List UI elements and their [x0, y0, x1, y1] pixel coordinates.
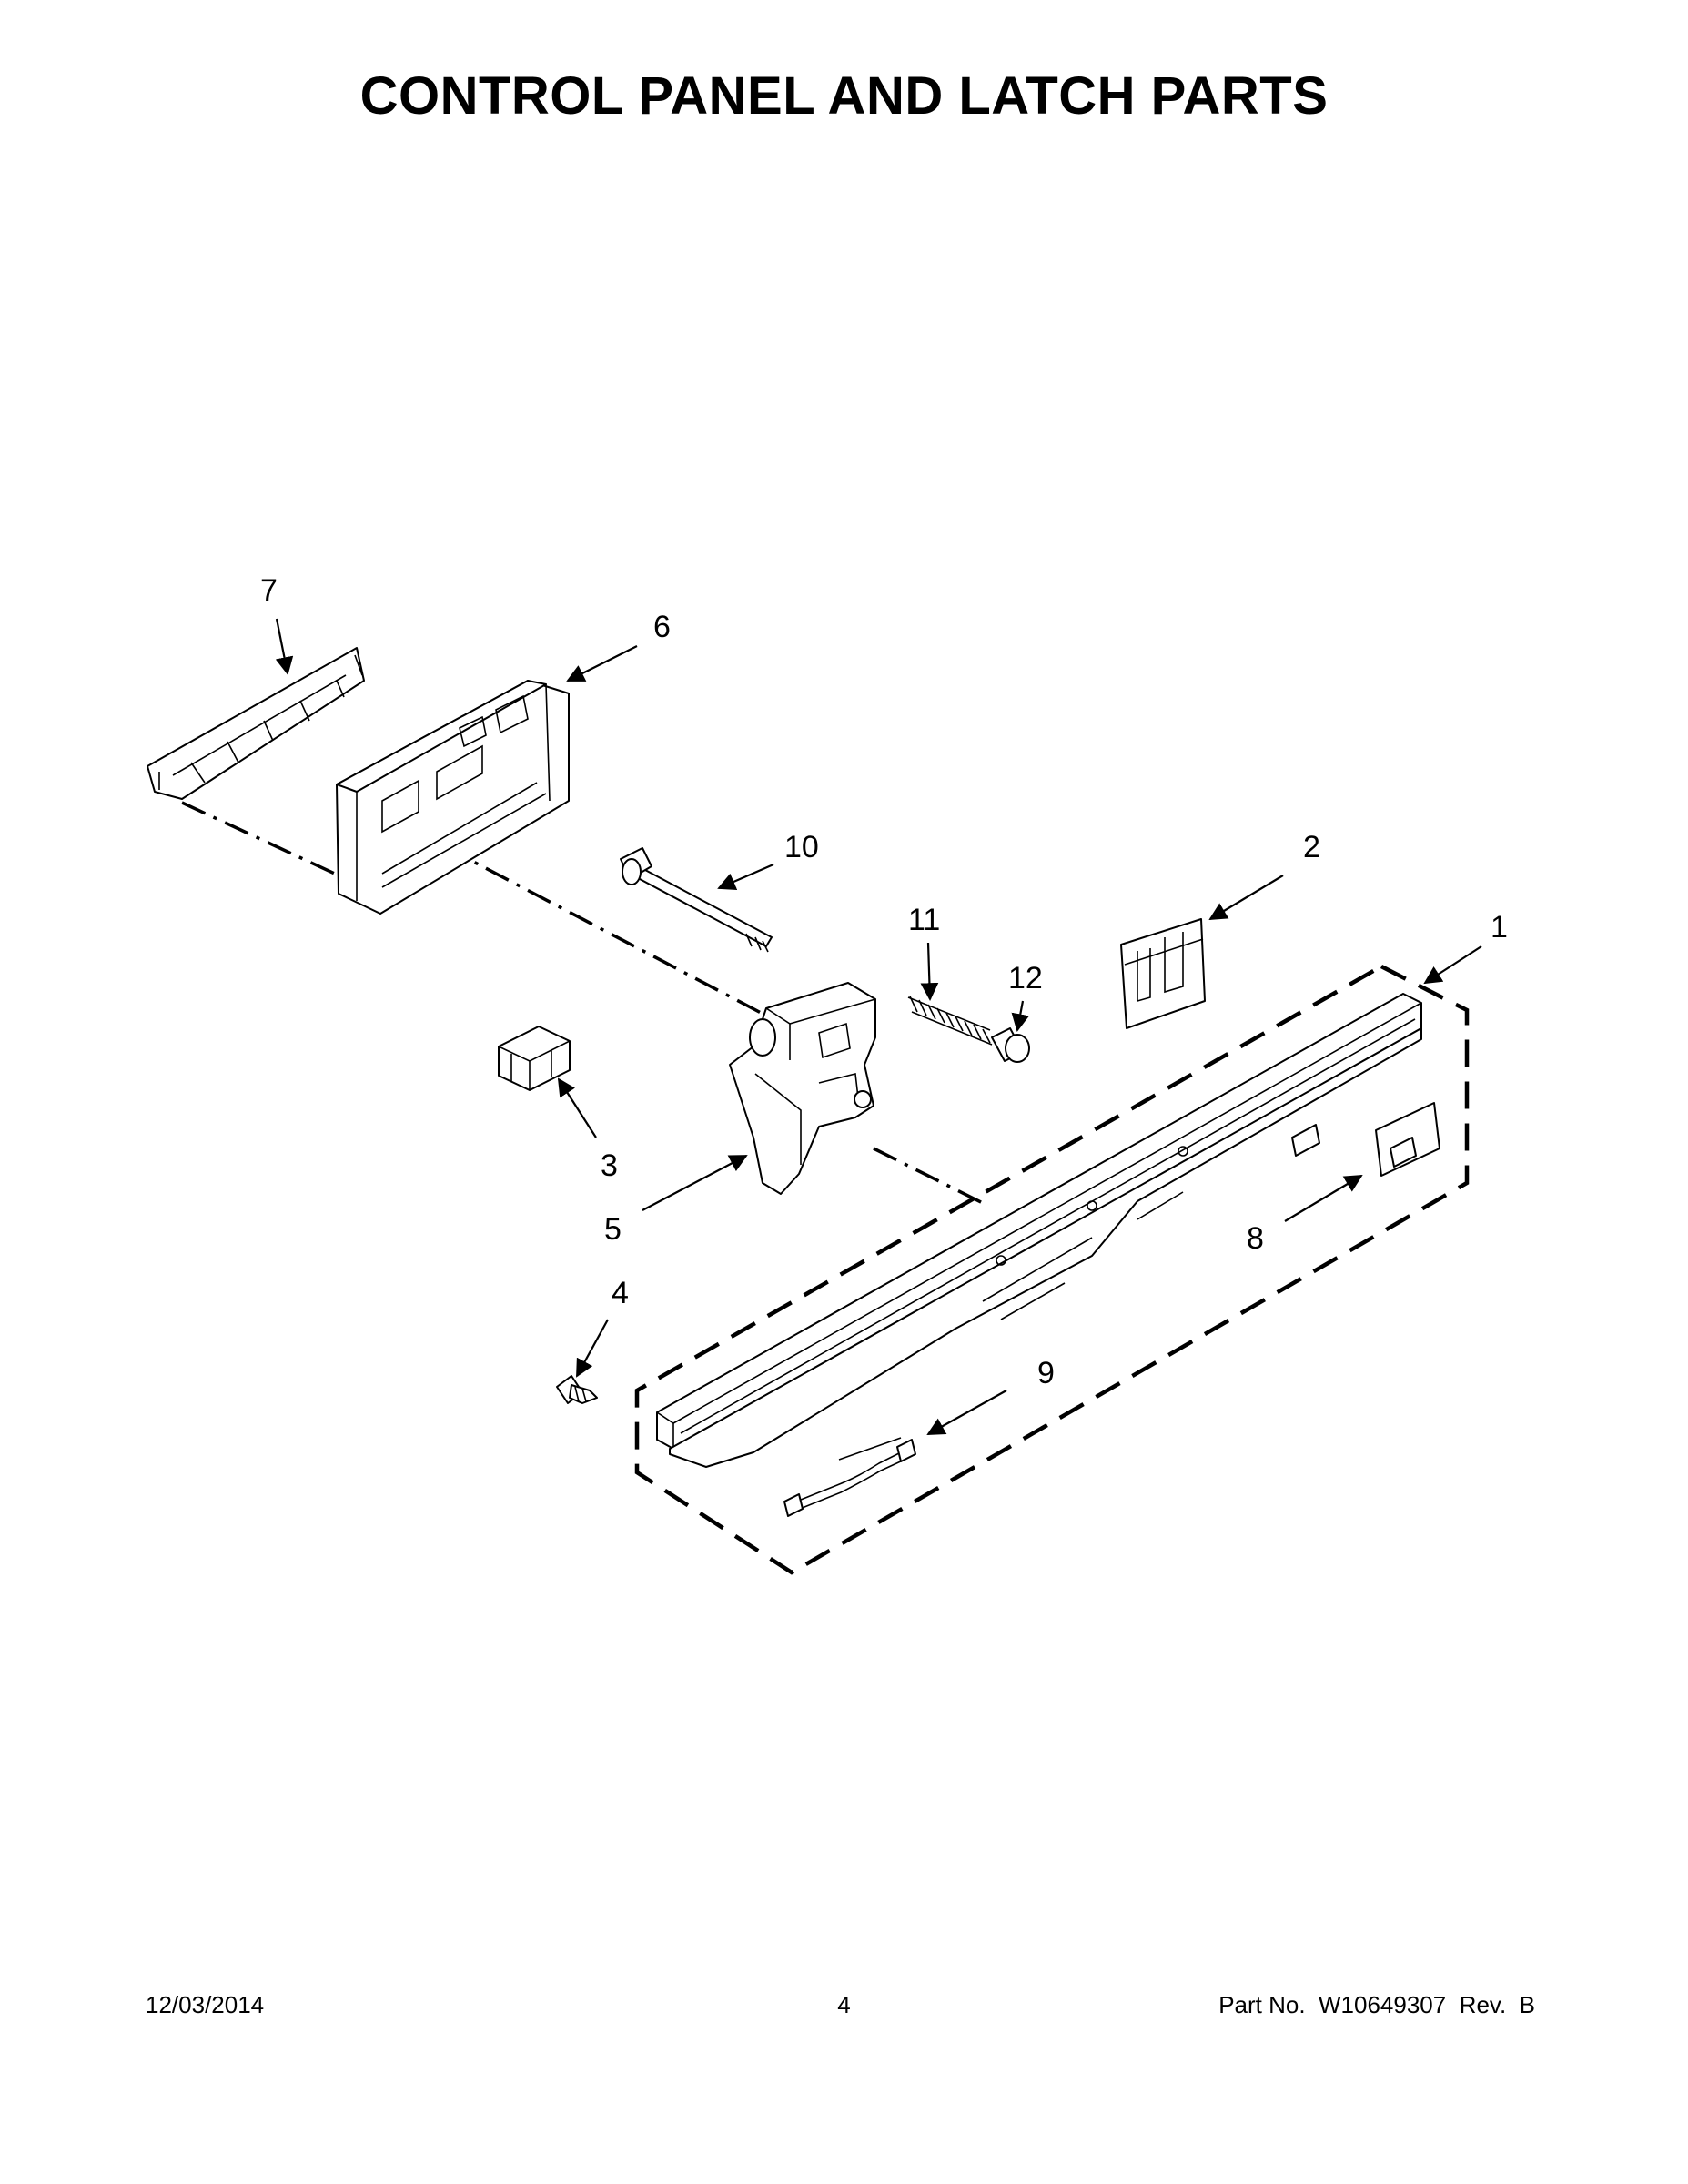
leader-7 [275, 618, 294, 675]
part-3-clip [498, 1026, 571, 1091]
part-2-panel [1120, 918, 1206, 1029]
part-11-spring [907, 996, 993, 1046]
leader-4 [576, 1319, 609, 1378]
alignment-line-lower [873, 1147, 984, 1205]
callout-11: 11 [908, 903, 940, 937]
part-1-control-panel [656, 993, 1422, 1468]
callout-5: 5 [604, 1212, 622, 1247]
leader-5 [642, 1155, 748, 1211]
leader-11 [920, 942, 939, 1001]
part-4-screw [556, 1375, 598, 1404]
callout-4: 4 [612, 1276, 629, 1310]
callout-7: 7 [260, 573, 278, 608]
footer-page-number: 4 [837, 1991, 851, 2018]
leader-3 [557, 1077, 597, 1138]
part-5-latch [729, 982, 876, 1195]
part-8-board [1375, 1102, 1440, 1177]
alignment-line-main [443, 844, 765, 1016]
part-12-cap [991, 1027, 1030, 1063]
part-9-wire-harness [783, 1437, 916, 1517]
callout-9: 9 [1037, 1356, 1055, 1390]
callout-6: 6 [653, 610, 671, 644]
callout-3: 3 [601, 1148, 618, 1183]
leader-6 [566, 645, 638, 682]
leader-1 [1423, 945, 1482, 985]
callout-12: 12 [1008, 961, 1043, 996]
part-6-control-housing [336, 680, 570, 915]
alignment-line-upper [181, 801, 339, 877]
callout-1: 1 [1491, 910, 1508, 945]
part-10-shaft [620, 847, 773, 953]
footer-part-number: Part No. W10649307 Rev. B [1218, 1991, 1535, 2018]
callout-8: 8 [1247, 1221, 1264, 1256]
callout-10: 10 [784, 830, 819, 864]
leader-8 [1284, 1174, 1363, 1222]
callout-2: 2 [1303, 830, 1320, 864]
assembly-boundary [634, 964, 1470, 1575]
leader-9 [926, 1390, 1007, 1435]
leader-10 [717, 863, 774, 890]
page-title: CONTROL PANEL AND LATCH PARTS [359, 66, 1329, 126]
leader-12 [1011, 1000, 1030, 1032]
part-7-bracket [147, 647, 365, 800]
leader-2 [1208, 875, 1284, 921]
footer-date: 12/03/2014 [146, 1991, 265, 2018]
